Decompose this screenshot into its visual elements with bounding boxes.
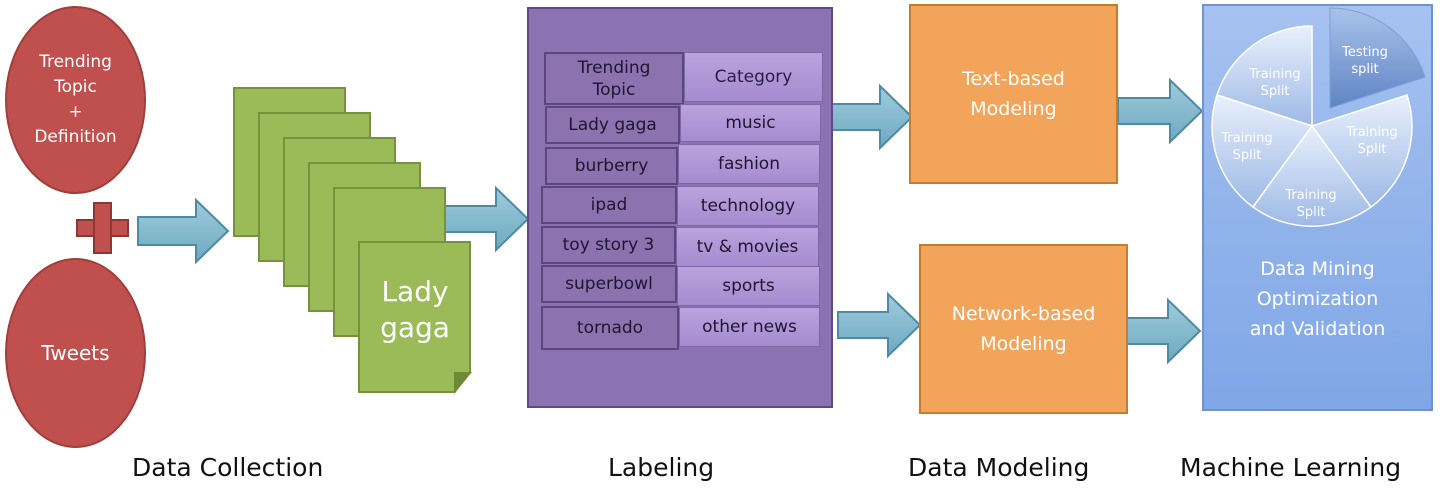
- stage-label-machine-learning: Machine Learning: [1180, 453, 1402, 482]
- stage-label-data-collection: Data Collection: [132, 453, 324, 482]
- arrow-collection-to-docs: [137, 197, 230, 265]
- header-trending-topic: Trending Topic: [544, 52, 684, 105]
- category-cell: music: [680, 104, 821, 142]
- slice-label-testing: Testing split: [1342, 45, 1388, 77]
- stage-label-labeling: Labeling: [608, 453, 715, 482]
- slice-label-training-top: Training Split: [1249, 67, 1301, 99]
- category-cell: technology: [677, 186, 819, 226]
- topic-cell: tornado: [541, 306, 679, 350]
- category-cell: sports: [677, 266, 820, 306]
- tweets-circle-label: Tweets: [41, 340, 110, 365]
- arrow-labeling-to-network-model: [837, 291, 922, 359]
- slice-label-training-left: Training Split: [1221, 131, 1273, 163]
- topic-cell: burberry: [545, 147, 678, 185]
- pie-slice-training: [1216, 25, 1313, 128]
- category-cell: other news: [679, 307, 820, 347]
- topic-cell: ipad: [541, 186, 677, 224]
- pie-slice-training: [1310, 94, 1413, 209]
- arrow-docs-to-labeling: [443, 185, 530, 253]
- doc-front-label: Lady gaga: [380, 275, 450, 344]
- topic-cell: superbowl: [541, 265, 677, 303]
- slice-label-training-bottom: Training Split: [1285, 188, 1337, 220]
- topic-cell: toy story 3: [541, 226, 676, 264]
- category-cell: fashion: [678, 144, 820, 184]
- stage-label-data-modeling: Data Modeling: [908, 453, 1090, 482]
- trending-topic-circle: Trending Topic + Definition: [5, 6, 146, 194]
- pie-slice-testing: [1329, 7, 1426, 109]
- ml-caption: Data Mining Optimization and Validation: [1249, 258, 1386, 340]
- arrow-text-model-to-ml: [1117, 77, 1204, 145]
- tweet-doc-front: [358, 241, 471, 393]
- network-based-modeling-box: Network-based Modeling: [919, 244, 1128, 414]
- text-based-modeling-box: Text-based Modeling: [909, 4, 1118, 184]
- arrow-labeling-to-text-model: [830, 83, 914, 151]
- tweets-circle: Tweets: [5, 258, 146, 448]
- pie-slice-training: [1251, 124, 1373, 228]
- plus-icon-vertical: [93, 202, 112, 254]
- header-category: Category: [684, 52, 823, 102]
- pie-slice-training: [1211, 94, 1314, 209]
- topic-cell: Lady gaga: [545, 106, 680, 144]
- cross-validation-pie: [1211, 7, 1426, 228]
- slice-label-training-right: Training Split: [1346, 125, 1398, 157]
- trending-topic-circle-label: Trending Topic + Definition: [34, 52, 117, 147]
- category-cell: tv & movies: [676, 227, 819, 267]
- arrow-network-model-to-ml: [1125, 297, 1202, 365]
